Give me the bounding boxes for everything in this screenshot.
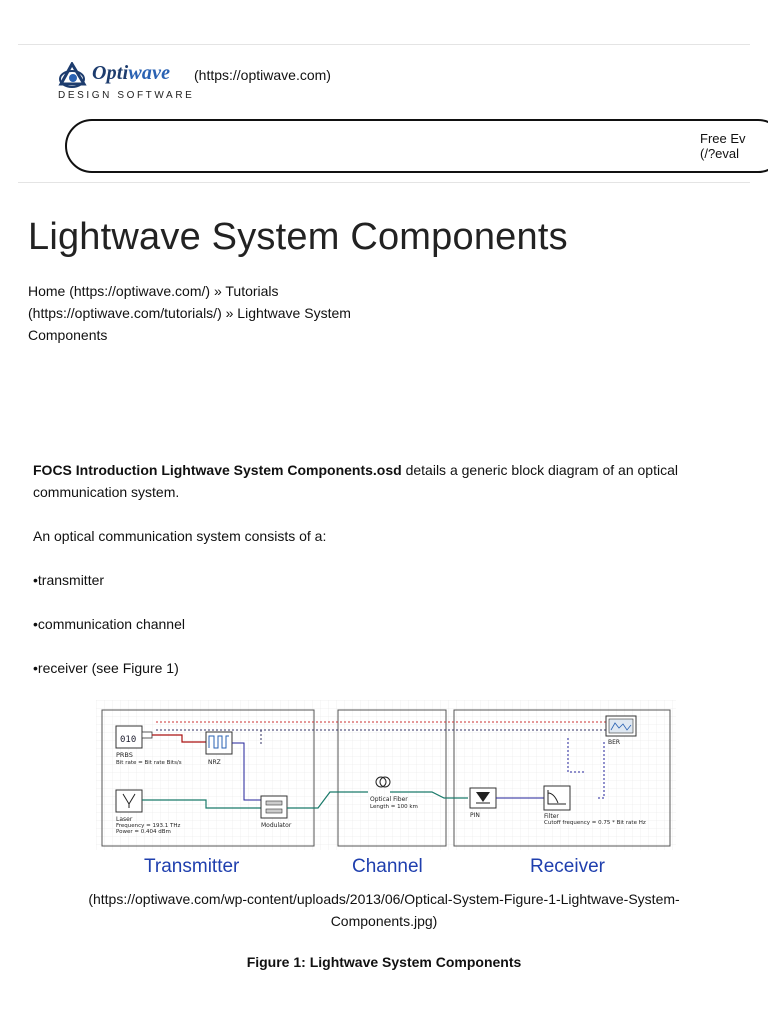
laser-power: Power = 0.404 dBm: [116, 829, 171, 835]
list-item-transmitter: •transmitter: [33, 572, 105, 588]
optical-fiber-block[interactable]: Optical Fiber Length = 100 km: [370, 776, 418, 810]
figure-image-link[interactable]: (https://optiwave.com/wp-content/uploads…: [88, 891, 680, 929]
consists-paragraph: An optical communication system consists…: [33, 528, 327, 544]
filter-cutoff: Cutoff frequency = 0.75 * Bit rate Hz: [544, 820, 646, 826]
filter-label: Filter: [544, 813, 559, 820]
fiber-label: Optical Fiber: [370, 796, 408, 803]
logo-wordmark: Optiwave: [92, 62, 171, 84]
channel-panel: [337, 709, 447, 847]
modulator-label: Modulator: [261, 822, 292, 829]
breadcrumb[interactable]: Home (https://optiwave.com/) » Tutorials…: [28, 283, 351, 343]
optiwave-logo[interactable]: Optiwave (https://optiwave.com) DESIGN S…: [58, 58, 378, 108]
transmitter-panel: [101, 709, 315, 847]
list-item-channel: •communication channel: [33, 616, 185, 632]
figure-caption: Figure 1: Lightwave System Components: [246, 954, 522, 970]
pin-photodetector-block[interactable]: PIN: [469, 787, 497, 819]
ber-label: BER: [608, 739, 620, 746]
logo-tagline: DESIGN SOFTWARE: [58, 90, 195, 101]
section-title-receiver: Receiver: [530, 856, 606, 877]
list-item-receiver: •receiver (see Figure 1): [33, 660, 179, 676]
low-pass-filter-block[interactable]: Filter Cutoff frequency = 0.75 * Bit rat…: [543, 785, 646, 826]
svg-text:010: 010: [120, 735, 136, 745]
prbs-bitrate: Bit rate = Bit rate Bits/s: [116, 760, 182, 766]
section-title-transmitter: Transmitter: [144, 856, 240, 877]
modulator-block[interactable]: Modulator: [260, 795, 292, 829]
ber-analyzer-block[interactable]: BER: [605, 715, 637, 746]
logo-link-url[interactable]: (https://optiwave.com): [194, 67, 331, 83]
laser-block[interactable]: Laser Frequency = 193.1 THz Power = 0.40…: [115, 789, 181, 835]
osd-file-name: FOCS Introduction Lightwave System Compo…: [33, 462, 402, 478]
lightwave-system-diagram[interactable]: 010 PRBS Bit rate = Bit rate Bits/s NRZ …: [96, 700, 676, 880]
page-title: Lightwave System Components: [28, 216, 568, 258]
section-title-channel: Channel: [352, 856, 423, 877]
header-divider: [18, 182, 750, 183]
laser-frequency: Frequency = 193.1 THz: [116, 823, 181, 829]
fiber-length: Length = 100 km: [370, 804, 418, 810]
nrz-label: NRZ: [208, 759, 221, 766]
free-evaluation-button[interactable]: Free Ev (/?eval: [65, 119, 768, 173]
pin-label: PIN: [470, 812, 480, 819]
top-divider: [18, 44, 750, 45]
prbs-label: PRBS: [116, 751, 133, 759]
laser-label: Laser: [116, 816, 133, 823]
free-evaluation-label: Free Ev (/?eval: [700, 131, 746, 161]
optiwave-logo-icon: [58, 62, 87, 88]
receiver-panel: [453, 709, 671, 847]
intro-paragraph: FOCS Introduction Lightwave System Compo…: [33, 462, 678, 500]
